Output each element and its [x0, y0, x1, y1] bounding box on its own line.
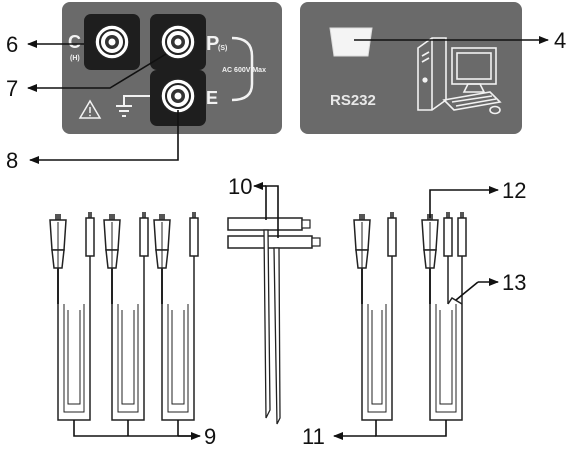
lead-pair-9b: [103, 211, 149, 421]
p-terminal-letter: P: [206, 33, 219, 55]
callout-7: 7: [6, 76, 18, 101]
c-terminal-letter: C: [68, 32, 81, 52]
e-terminal-letter: E: [206, 88, 218, 108]
e-terminal-jack[interactable]: [160, 78, 196, 114]
leader-12: [429, 186, 499, 218]
c-terminal-jack[interactable]: [94, 24, 130, 60]
rs232-port[interactable]: [329, 27, 373, 57]
earth-spike-rod-2: [273, 247, 281, 425]
warning-icon: [78, 99, 102, 119]
earth-spike-handle-2: [227, 235, 313, 249]
callout-6: 6: [6, 32, 18, 57]
ground-icon: [116, 95, 150, 117]
rating-text: AC 600V Max: [222, 67, 266, 74]
leader-10-bracket: [265, 185, 279, 238]
lead-pair-11b: [421, 211, 467, 421]
test-lead-set-11: [353, 211, 467, 421]
earth-spike-handle-1: [227, 217, 303, 231]
callout-4: 4: [554, 28, 566, 53]
p-terminal-jack[interactable]: [160, 24, 196, 60]
callout-12: 12: [502, 178, 526, 203]
c-terminal-sub: (H): [70, 55, 80, 62]
test-lead-set-9: [49, 211, 199, 421]
callout-9: 9: [204, 424, 216, 449]
leader-9-bracket: [73, 420, 194, 437]
callout-13: 13: [502, 270, 526, 295]
leader-11-bracket: [375, 420, 447, 437]
leader-13-stem: [455, 281, 479, 301]
callout-11: 11: [302, 424, 325, 449]
interface-panel: RS232: [300, 2, 522, 134]
rating-bracket: [231, 36, 254, 102]
computer-icon: [417, 37, 502, 115]
leader-8: [29, 110, 179, 164]
earth-spikes: [227, 217, 321, 425]
p-terminal-sub: (S): [218, 45, 227, 52]
callout-10: 10: [228, 174, 252, 199]
rs232-label: RS232: [330, 92, 376, 109]
callout-8: 8: [6, 148, 18, 173]
lead-pair-9c: [153, 211, 199, 421]
leader-7: [27, 53, 167, 92]
lead-pair-9a: [49, 211, 95, 421]
interface-panel-body: [300, 2, 522, 134]
lead-pair-11a: [353, 211, 397, 421]
terminal-panel: C (H) P (S) E AC 600V Max: [62, 2, 282, 134]
earth-spike-rod-1: [263, 229, 271, 419]
